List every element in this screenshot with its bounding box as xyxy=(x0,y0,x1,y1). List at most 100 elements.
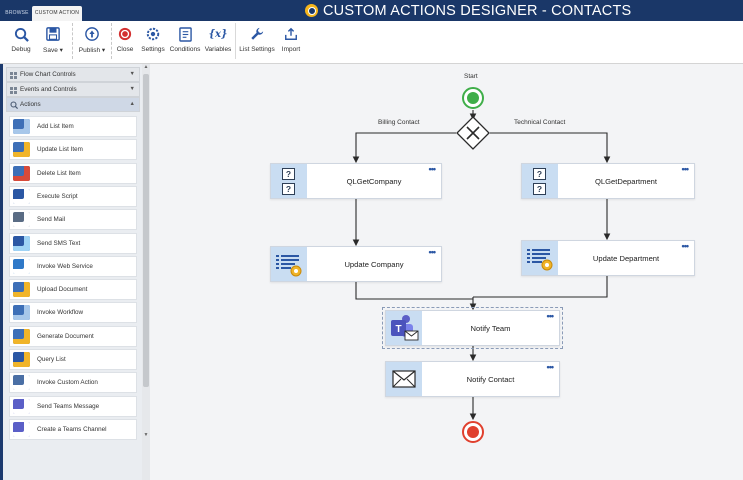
node-menu-icon[interactable]: ••• xyxy=(428,164,437,174)
flow-connectors xyxy=(352,110,611,421)
action-item-label: Generate Document xyxy=(37,332,94,340)
sms-icon xyxy=(13,235,30,251)
upload-document-icon xyxy=(13,282,30,298)
section-label: Flow Chart Controls xyxy=(20,71,76,78)
action-item-label: Execute Script xyxy=(37,192,78,200)
node-label: Update Company xyxy=(344,259,404,269)
action-item[interactable]: Execute Script xyxy=(9,185,137,207)
save-label: Save ▾ xyxy=(43,47,63,54)
chevron-down-icon: ▼ xyxy=(129,71,135,77)
delete-list-item-icon xyxy=(13,165,30,181)
scroll-down-icon[interactable]: ▼ xyxy=(143,432,149,438)
settings-button[interactable]: Settings xyxy=(140,24,166,62)
teams-message-icon xyxy=(13,398,30,414)
debug-button[interactable]: Debug xyxy=(8,24,34,62)
close-icon xyxy=(117,26,133,42)
node-notify-contact[interactable]: Notify Contact ••• xyxy=(385,361,560,397)
scroll-thumb[interactable] xyxy=(143,74,149,387)
action-item[interactable]: Generate Document xyxy=(9,325,137,347)
toolbox-scrollbar[interactable]: ▲ ▼ xyxy=(142,64,150,480)
section-flow-chart-controls[interactable]: Flow Chart Controls ▼ xyxy=(6,67,140,82)
node-update-company[interactable]: Update Company ••• xyxy=(270,246,442,282)
conditions-icon xyxy=(177,26,193,42)
action-item-label: Send Teams Message xyxy=(37,402,100,410)
globe-icon xyxy=(13,258,30,274)
update-list-item-icon xyxy=(13,142,30,158)
section-label: Actions xyxy=(20,101,41,108)
variables-button[interactable]: {x} Variables xyxy=(204,24,232,62)
action-item-label: Send SMS Text xyxy=(37,239,81,247)
tab-custom-action[interactable]: CUSTOM ACTION xyxy=(32,6,82,21)
action-item[interactable]: Upload Document xyxy=(9,279,137,301)
section-label: Events and Controls xyxy=(20,86,77,93)
publish-icon xyxy=(84,26,100,42)
node-menu-icon[interactable]: ••• xyxy=(428,247,437,257)
publish-label: Publish ▾ xyxy=(78,47,106,54)
list-settings-button[interactable]: List Settings xyxy=(238,24,276,62)
svg-text:T: T xyxy=(395,324,401,335)
teams-channel-icon xyxy=(13,421,30,437)
action-item[interactable]: Create a Teams Channel xyxy=(9,418,137,440)
debug-label: Debug xyxy=(11,46,31,53)
action-item-label: Update List Item xyxy=(37,146,83,154)
query-list-icon xyxy=(13,352,30,367)
node-menu-icon[interactable]: ••• xyxy=(681,241,690,251)
designer-canvas[interactable]: Start Billing Contact Technical Contact … xyxy=(150,64,743,480)
action-item[interactable]: Invoke Web Service xyxy=(9,255,137,277)
action-item-label: Upload Document xyxy=(37,286,88,294)
action-item[interactable]: Send Teams Message xyxy=(9,395,137,417)
toolbox-panel: Flow Chart Controls ▼ Events and Control… xyxy=(3,64,150,480)
conditions-button[interactable]: Conditions xyxy=(169,24,201,62)
page-title: CUSTOM ACTIONS DESIGNER - CONTACTS xyxy=(323,3,632,19)
ribbon-toolbar: Debug Save ▾ Publish ▾ Close Settings Co… xyxy=(0,21,743,64)
decision-gateway[interactable] xyxy=(456,116,490,150)
action-item[interactable]: Delete List Item xyxy=(9,162,137,184)
action-item-label: Create a Teams Channel xyxy=(37,425,107,433)
workflow-icon xyxy=(13,305,30,321)
import-label: Import xyxy=(281,46,301,53)
action-item-label: Query List xyxy=(37,356,66,363)
action-item-label: Send Mail xyxy=(37,216,66,224)
node-qlgetcompany[interactable]: ? ? QLGetCompany ••• xyxy=(270,163,442,199)
node-label: Notify Contact xyxy=(466,374,515,384)
node-qlgetdepartment[interactable]: ? ? QLGetDepartment ••• xyxy=(521,163,695,199)
action-item-label: Invoke Workflow xyxy=(37,309,84,317)
section-actions[interactable]: Actions ▲ xyxy=(6,97,140,112)
action-item[interactable]: Invoke Custom Action xyxy=(9,372,137,394)
query-icon: ? ? xyxy=(522,164,558,198)
action-item[interactable]: Update List Item xyxy=(9,139,137,161)
action-item[interactable]: Send Mail xyxy=(9,209,137,231)
save-button[interactable]: Save ▾ xyxy=(38,24,68,62)
node-menu-icon[interactable]: ••• xyxy=(681,164,690,174)
action-item-label: Add List Item xyxy=(37,123,74,130)
mail-icon xyxy=(386,362,422,396)
settings-label: Settings xyxy=(141,46,165,53)
start-node[interactable] xyxy=(462,87,484,109)
action-item[interactable]: Query List xyxy=(9,349,137,370)
teams-message-icon: T xyxy=(386,311,422,345)
node-menu-icon[interactable]: ••• xyxy=(546,362,555,372)
action-item[interactable]: Send SMS Text xyxy=(9,232,137,254)
scroll-up-icon[interactable]: ▲ xyxy=(143,64,149,70)
update-list-item-icon xyxy=(271,247,307,281)
node-label: Update Department xyxy=(592,253,660,263)
end-node[interactable] xyxy=(462,421,484,443)
node-label: QLGetCompany xyxy=(346,176,402,186)
close-button[interactable]: Close xyxy=(114,24,136,62)
branch-technical-label: Technical Contact xyxy=(514,119,566,126)
grid-icon xyxy=(10,71,17,79)
node-update-department[interactable]: Update Department ••• xyxy=(521,240,695,276)
node-notify-team[interactable]: T Notify Team ••• xyxy=(382,307,563,349)
ribbon-divider xyxy=(72,23,73,59)
publish-button[interactable]: Publish ▾ xyxy=(75,24,109,62)
action-item[interactable]: Invoke Workflow xyxy=(9,302,137,324)
action-item[interactable]: Add List Item xyxy=(9,116,137,137)
import-icon xyxy=(283,26,299,42)
wrench-icon xyxy=(249,26,265,42)
app-logo-icon xyxy=(305,4,318,17)
update-list-item-icon xyxy=(522,241,558,275)
import-button[interactable]: Import xyxy=(279,24,303,62)
tab-browse[interactable]: BROWSE xyxy=(5,10,29,16)
node-menu-icon[interactable]: ••• xyxy=(546,311,555,321)
section-events-and-controls[interactable]: Events and Controls ▼ xyxy=(6,82,140,97)
